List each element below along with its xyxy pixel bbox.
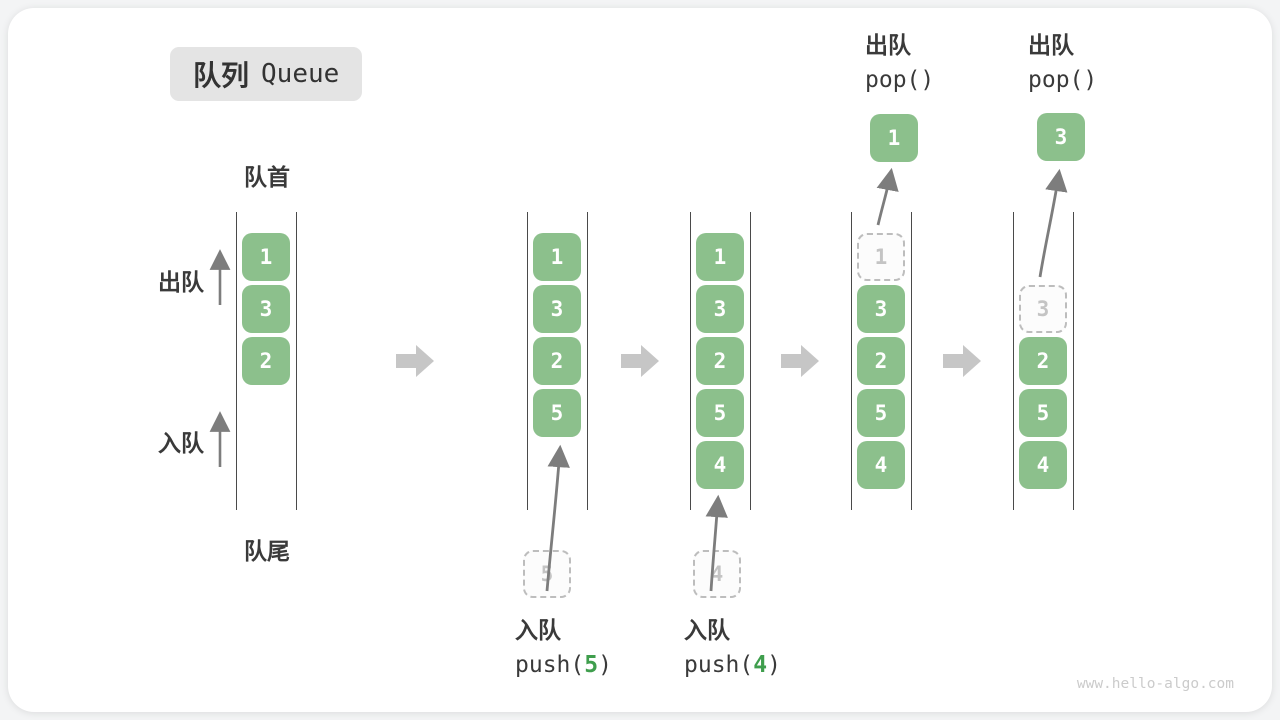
watermark: www.hello-algo.com (1076, 676, 1234, 692)
code-post: ) (767, 652, 781, 678)
diagram-card (8, 8, 1272, 712)
queue-state-3: 1 3 2 5 4 (690, 212, 751, 510)
staged-enqueue-value: 4 (693, 550, 741, 598)
op-enqueue-4-code: push(4) (684, 648, 781, 683)
label-dequeue-left: 出队 (158, 269, 204, 295)
queue-item: 2 (533, 337, 581, 385)
label-queue-rear: 队尾 (244, 538, 290, 564)
op-dequeue-1: 出队 pop() (865, 28, 934, 98)
queue-item: 3 (857, 285, 905, 333)
label-queue-front: 队首 (244, 164, 290, 190)
queue-state-2: 1 3 2 5 (527, 212, 588, 510)
queue-item: 2 (1019, 337, 1067, 385)
queue-item: 4 (1019, 441, 1067, 489)
op-enqueue-5: 入队 push(5) (515, 613, 612, 683)
queue-item: 3 (242, 285, 290, 333)
queue-item: 1 (242, 233, 290, 281)
queue-item: 3 (533, 285, 581, 333)
label-enqueue-left: 入队 (158, 430, 204, 456)
op-enqueue-5-zh: 入队 (515, 617, 561, 643)
code-arg: 5 (584, 652, 599, 678)
queue-item: 1 (533, 233, 581, 281)
popped-value: 3 (1037, 113, 1085, 161)
code-arg: 4 (753, 652, 768, 678)
queue-item: 5 (696, 389, 744, 437)
op-enqueue-5-code: push(5) (515, 648, 612, 683)
staged-enqueue-value: 5 (523, 550, 571, 598)
queue-state-4: 1 3 2 5 4 (851, 212, 912, 510)
queue-item: 5 (1019, 389, 1067, 437)
code-post: ) (598, 652, 612, 678)
code-pre: push( (515, 652, 585, 678)
queue-item: 5 (857, 389, 905, 437)
queue-item: 4 (696, 441, 744, 489)
op-dequeue-1-code: pop() (865, 67, 935, 93)
code-pre: push( (684, 652, 754, 678)
op-enqueue-4-zh: 入队 (684, 617, 730, 643)
queue-item: 2 (696, 337, 744, 385)
op-dequeue-3: 出队 pop() (1028, 28, 1097, 98)
queue-item: 5 (533, 389, 581, 437)
popped-value: 1 (870, 114, 918, 162)
op-enqueue-4: 入队 push(4) (684, 613, 781, 683)
op-dequeue-3-code: pop() (1028, 67, 1098, 93)
queue-item: 1 (696, 233, 744, 281)
queue-state-5: 3 2 5 4 (1013, 212, 1074, 510)
queue-item-removed: 3 (1019, 285, 1067, 333)
title-en: Queue (261, 59, 340, 89)
title-badge: 队列 Queue (170, 47, 363, 101)
op-dequeue-1-zh: 出队 (865, 32, 911, 58)
op-dequeue-3-zh: 出队 (1028, 32, 1074, 58)
queue-item-removed: 1 (857, 233, 905, 281)
queue-item: 4 (857, 441, 905, 489)
title-zh: 队列 (193, 60, 250, 91)
queue-item: 3 (696, 285, 744, 333)
queue-state-1: 1 3 2 (236, 212, 297, 510)
queue-item: 2 (857, 337, 905, 385)
queue-item: 2 (242, 337, 290, 385)
